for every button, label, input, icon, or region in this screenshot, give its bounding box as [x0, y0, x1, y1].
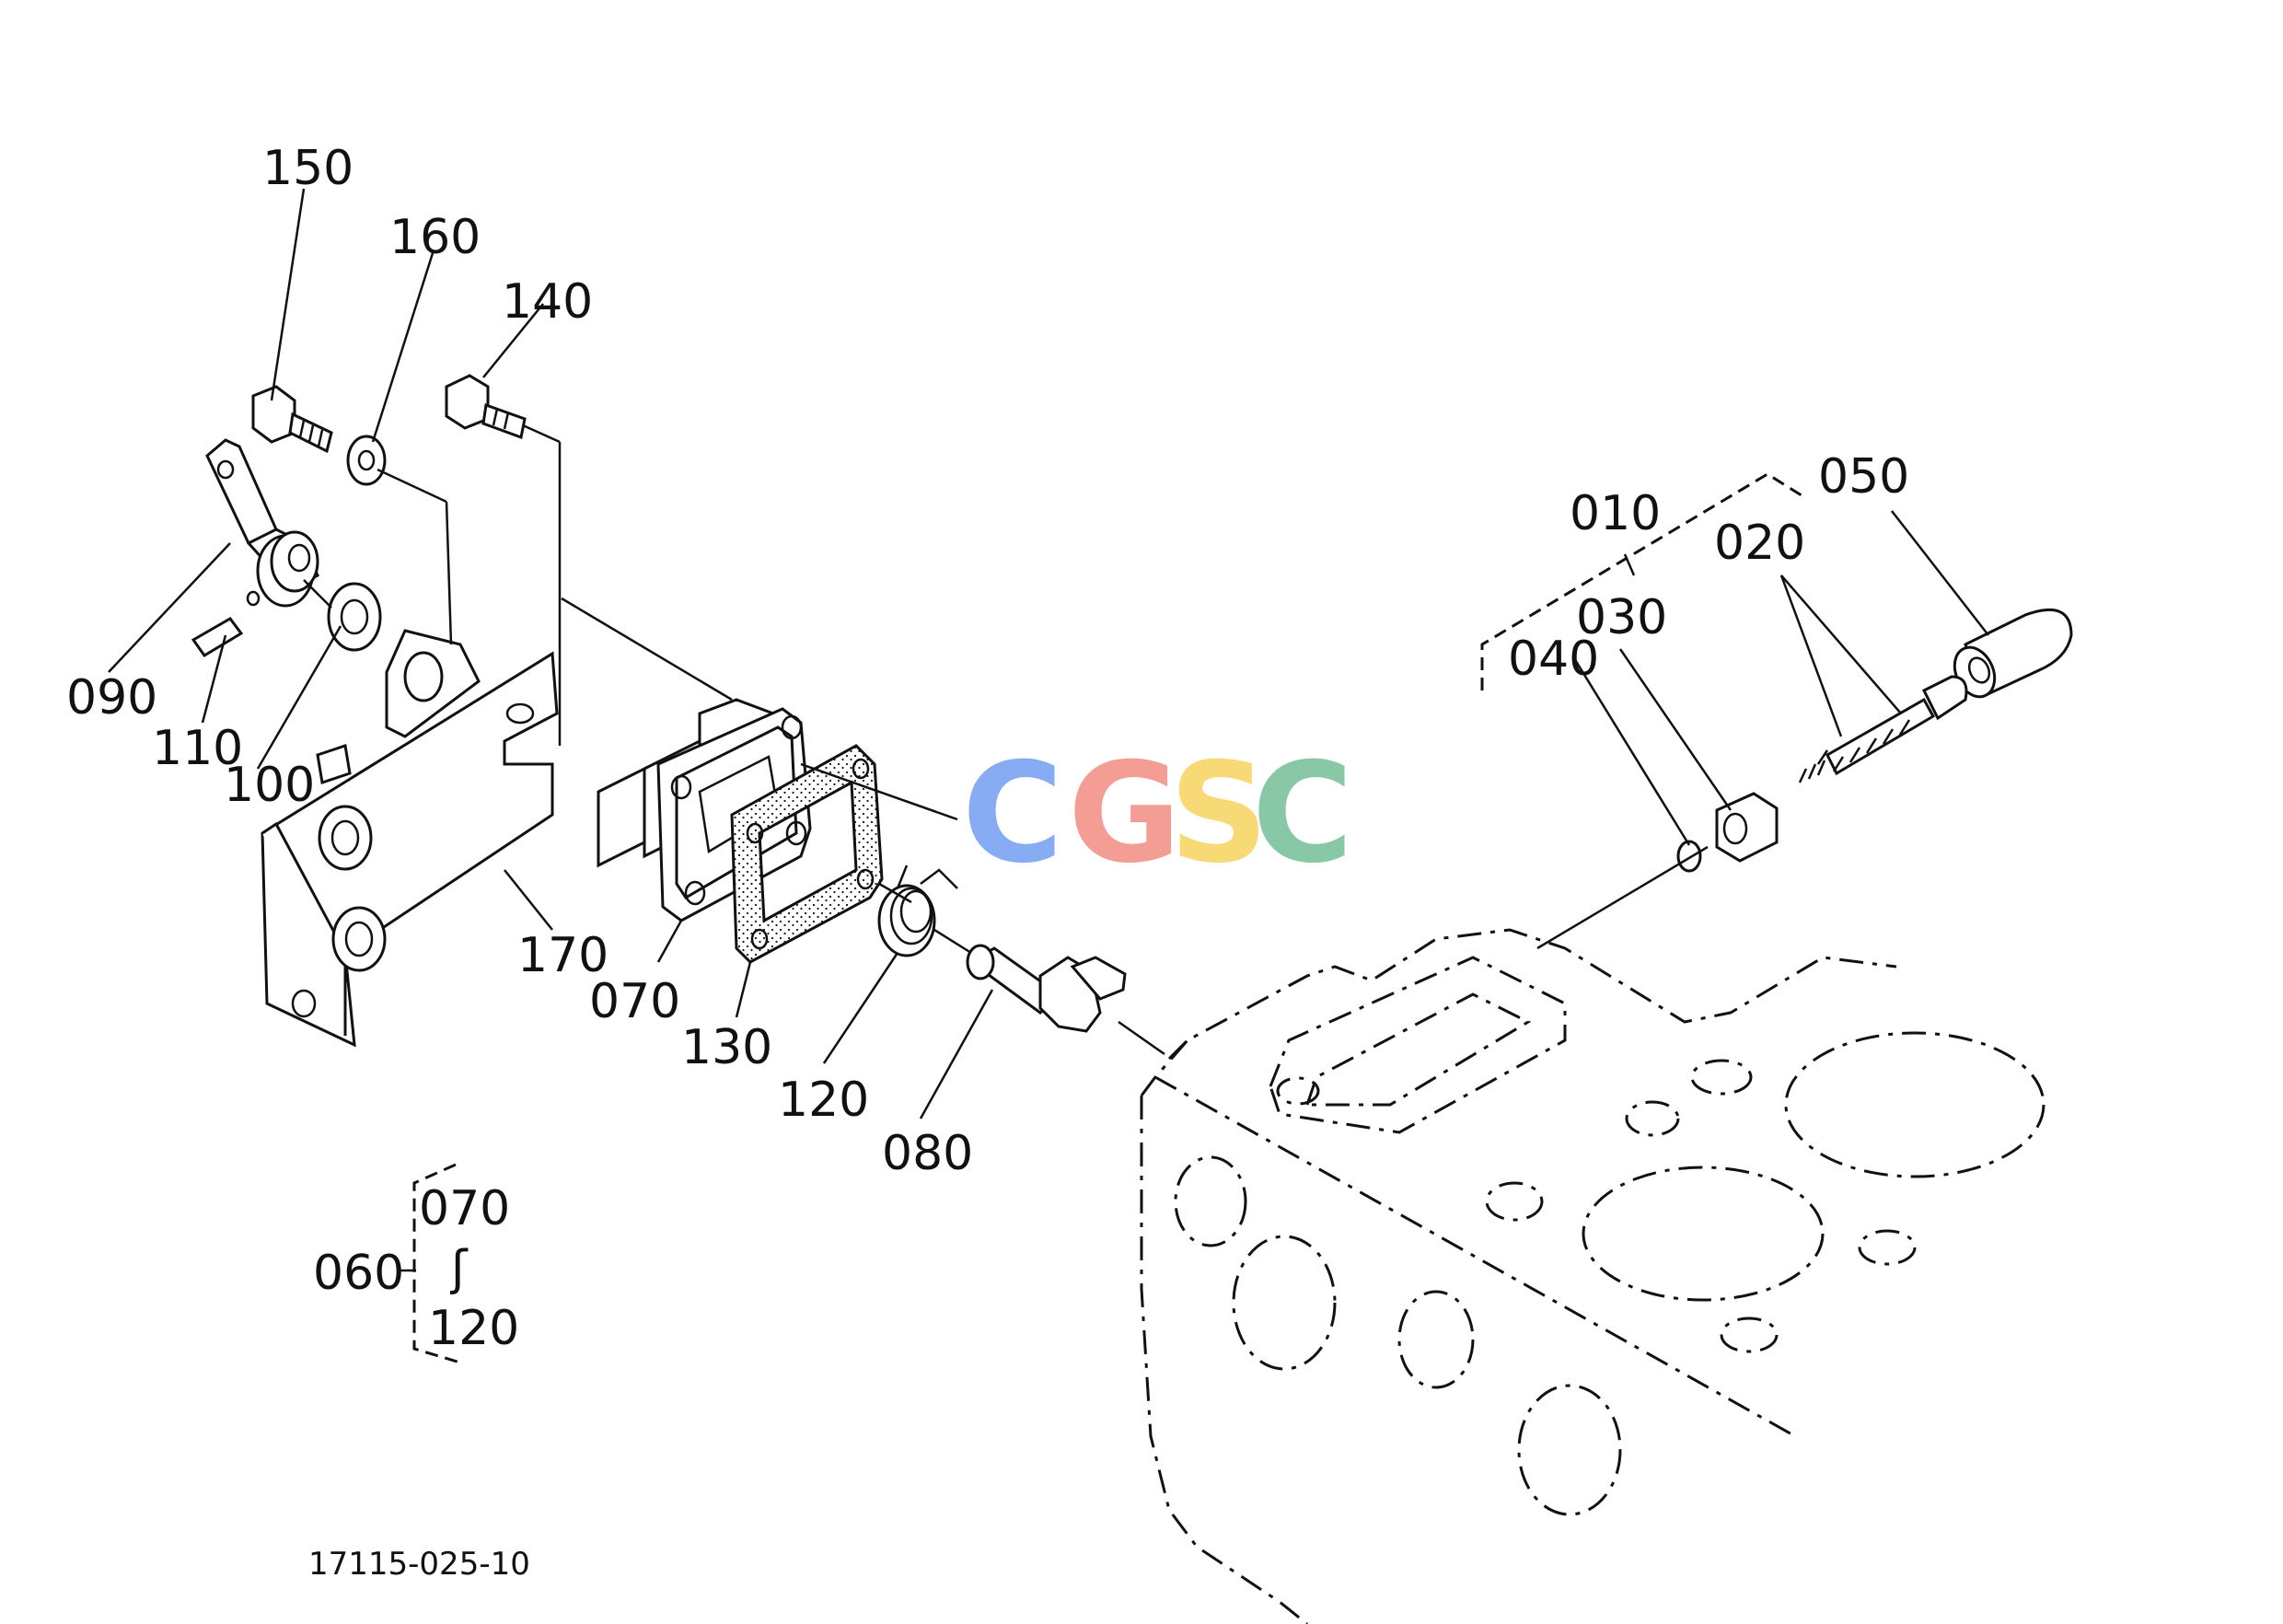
- part-150-bolt: [251, 385, 333, 454]
- label-150: 150: [262, 141, 353, 196]
- engine-block-outline: [1140, 928, 2045, 1624]
- label-020: 020: [1714, 516, 1805, 571]
- leader-lines: [108, 188, 1989, 1119]
- part-080-shaft: [966, 944, 1127, 1033]
- watermark-letter-c1: C: [962, 734, 1063, 894]
- cgsc-watermark-logo: C G S C: [962, 734, 1353, 894]
- assembly-group-060: 060 070 ʃ 120: [313, 1163, 519, 1364]
- label-050: 050: [1818, 449, 1909, 505]
- label-170: 170: [517, 928, 608, 983]
- watermark-letter-c2: C: [1252, 734, 1353, 894]
- part-100-bushing: [327, 582, 382, 652]
- part-090-lever: [205, 438, 319, 608]
- group-060-from: 070: [419, 1181, 510, 1236]
- part-170-bracket-plate: [261, 629, 559, 1048]
- part-120-spring: [877, 864, 958, 957]
- label-140: 140: [502, 274, 593, 330]
- label-090: 090: [66, 670, 157, 725]
- group-060-range-symbol: ʃ: [450, 1241, 469, 1296]
- part-030-nut: [1715, 792, 1779, 863]
- kit-010-tick: [1623, 553, 1636, 576]
- group-060-label: 060: [313, 1246, 404, 1301]
- group-060-to: 120: [428, 1301, 519, 1356]
- label-130: 130: [681, 1020, 772, 1075]
- kit-010-bracket: [1480, 472, 1805, 690]
- part-130-gasket: [730, 744, 884, 964]
- label-100: 100: [224, 758, 315, 813]
- label-110: 110: [152, 721, 243, 776]
- label-080: 080: [882, 1126, 973, 1181]
- assembly-center-lines: [303, 423, 1165, 1056]
- part-110-pin: [191, 617, 244, 658]
- label-120: 120: [778, 1073, 869, 1128]
- watermark-letter-s: S: [1169, 734, 1269, 894]
- label-010: 010: [1570, 486, 1661, 541]
- drawing-number: 17115-025-10: [308, 1546, 530, 1583]
- label-070: 070: [589, 974, 680, 1029]
- part-160-washer: [346, 435, 387, 486]
- assembly-axis-line: [1536, 845, 1709, 950]
- label-030: 030: [1576, 590, 1667, 645]
- part-020-adjust-screw: [1798, 675, 1968, 783]
- watermark-letter-g: G: [1068, 734, 1181, 894]
- part-labels: 150 160 140 090 110 100 170 070 130 120 …: [66, 141, 1909, 1181]
- part-140-bolt: [445, 374, 527, 440]
- label-160: 160: [389, 210, 481, 265]
- part-040-o-ring: [1676, 840, 1702, 873]
- label-040: 040: [1508, 632, 1599, 687]
